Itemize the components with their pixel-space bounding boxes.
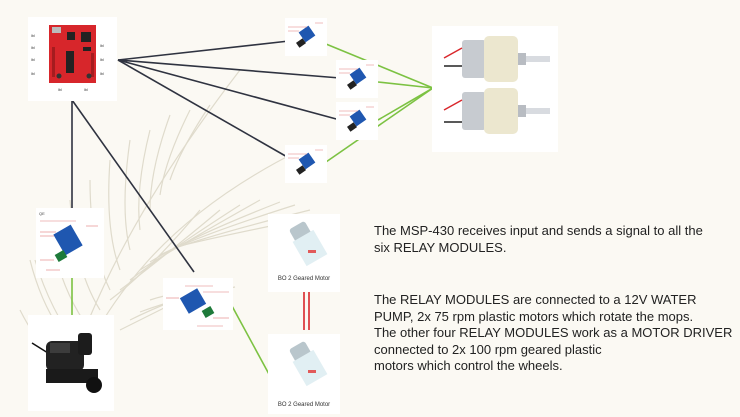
svg-text:QE: QE: [39, 211, 45, 216]
bo-motor-caption: BO 2 Geared Motor: [277, 402, 331, 408]
wire-relay-2-motor: [377, 81, 434, 89]
wire-relay-3-motor: [377, 87, 434, 121]
relay-module-2: [336, 60, 378, 98]
relay-module-4: [285, 145, 327, 183]
relay-module-icon: [166, 285, 229, 327]
svg-text:lbl: lbl: [31, 45, 35, 50]
svg-text:lbl: lbl: [31, 71, 35, 76]
relay-module-1: [285, 18, 327, 56]
svg-text:lbl: lbl: [31, 33, 35, 38]
bo-motor-icon: [289, 221, 328, 267]
svg-text:lbl: lbl: [100, 43, 104, 48]
wheel-motors: [432, 26, 558, 152]
svg-text:lbl: lbl: [31, 57, 35, 62]
dc-motor-icon: [443, 36, 550, 134]
svg-text:lbl: lbl: [58, 87, 62, 92]
text-line: six RELAY MODULES.: [374, 239, 507, 255]
relay-module-icon: [288, 149, 323, 175]
wire-mcu-relay-4: [117, 59, 290, 159]
microcontroller-board-icon: lbl lbl lbl lbl lbl lbl lbl lbl lbl: [31, 25, 104, 92]
description-paragraph-2: The RELAY MODULES are connected to a 12V…: [374, 292, 734, 375]
description-paragraph-1: The MSP-430 receives input and sends a s…: [374, 223, 734, 256]
text-line: connected to 2x 100 rpm geared plastic: [374, 341, 602, 357]
msp430-board: lbl lbl lbl lbl lbl lbl lbl lbl lbl: [28, 17, 117, 101]
relay-module-icon: [339, 64, 374, 90]
text-line: The other four RELAY MODULES work as a M…: [374, 325, 733, 340]
wire-mcu-relay-1: [117, 40, 290, 61]
wire-mcu-relay-2: [117, 59, 341, 79]
text-line: The MSP-430 receives input and sends a s…: [374, 223, 703, 238]
relay-module-icon: [288, 22, 323, 48]
bo-motor-caption: BO 2 Geared Motor: [277, 276, 331, 282]
text-line: PUMP, 2x 75 rpm plastic motors which rot…: [374, 308, 694, 324]
bo-motor-icon: [289, 341, 328, 387]
relay-module-icon: [339, 106, 374, 132]
wire-mcu-relay-3: [117, 59, 341, 121]
svg-text:lbl: lbl: [84, 87, 88, 92]
bo-geared-motor-bottom: BO 2 Geared Motor: [268, 334, 340, 414]
text-line: The RELAY MODULES are connected to a 12V…: [374, 292, 697, 307]
relay-module-mop: [163, 278, 233, 330]
water-pump: [28, 315, 114, 411]
wire-mcu-relay-mop: [71, 99, 195, 273]
relay-module-pump: QE: [36, 208, 104, 278]
relay-module-icon: QE: [39, 211, 98, 271]
svg-text:lbl: lbl: [100, 57, 104, 62]
wire-relay-1-motor: [325, 43, 434, 89]
relay-module-3: [336, 102, 378, 140]
wire-relay-4-motor: [325, 87, 434, 163]
svg-text:lbl: lbl: [100, 71, 104, 76]
text-line: motors which control the wheels.: [374, 358, 563, 373]
wire-relay-mop-motor: [231, 305, 271, 377]
bo-geared-motor-top: BO 2 Geared Motor: [268, 214, 340, 292]
water-pump-icon: [31, 333, 102, 393]
